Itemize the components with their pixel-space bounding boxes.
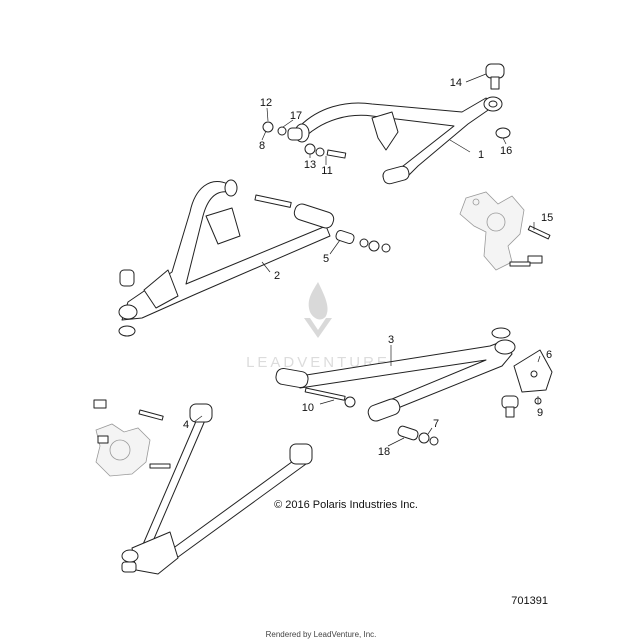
- callout-8: 8: [259, 140, 265, 152]
- ball-joint-14: [485, 63, 505, 90]
- callout-5: 5: [323, 253, 329, 265]
- retaining-ring-16: [495, 127, 511, 139]
- left-bushing-hardware: [118, 194, 391, 337]
- leader-lines: [193, 73, 541, 447]
- callout-10: 10: [302, 402, 314, 414]
- flame-logo-icon: [304, 282, 332, 338]
- callout-7: 7: [433, 418, 439, 430]
- lower-bushing-hardware: [304, 387, 439, 446]
- upper-a-arm-right: [294, 96, 503, 185]
- leadventure-watermark: LEADVENTURE: [246, 282, 390, 371]
- callout-9: 9: [537, 407, 543, 419]
- callout-2: 2: [274, 270, 280, 282]
- diagram-id: 701391: [511, 595, 548, 607]
- callout-1: 1: [478, 149, 484, 161]
- callout-18: 18: [378, 446, 390, 458]
- callout-16: 16: [500, 145, 512, 157]
- callout-13: 13: [304, 159, 316, 171]
- callout-17: 17: [290, 110, 302, 122]
- callout-labels: 14 1 16 12 17 8 13 11 2 5 15 3 6 9 10 7 …: [183, 77, 553, 458]
- upper-a-arm-left: [118, 179, 331, 321]
- steering-knuckle-right-ghost: [459, 191, 525, 271]
- shield-plate-6: [513, 349, 553, 393]
- callout-11: 11: [321, 165, 332, 177]
- callout-3: 3: [388, 334, 394, 346]
- upper-bushing-hardware: [262, 121, 347, 159]
- callout-12: 12: [260, 97, 272, 109]
- callout-14: 14: [450, 77, 462, 89]
- callout-15: 15: [541, 212, 553, 224]
- watermark-text: LEADVENTURE: [246, 354, 390, 371]
- steering-knuckle-left-ghost: [95, 423, 151, 477]
- knuckle-left-hardware: [93, 399, 171, 469]
- callout-6: 6: [546, 349, 552, 361]
- lower-a-arm-left: [121, 403, 313, 575]
- copyright-notice: © 2016 Polaris Industries Inc.: [274, 499, 418, 511]
- rendered-by-credit: Rendered by LeadVenture, Inc.: [266, 630, 377, 639]
- callout-4: 4: [183, 419, 189, 431]
- lower-a-arm-right: [275, 327, 516, 422]
- ball-joint-right: [501, 395, 519, 418]
